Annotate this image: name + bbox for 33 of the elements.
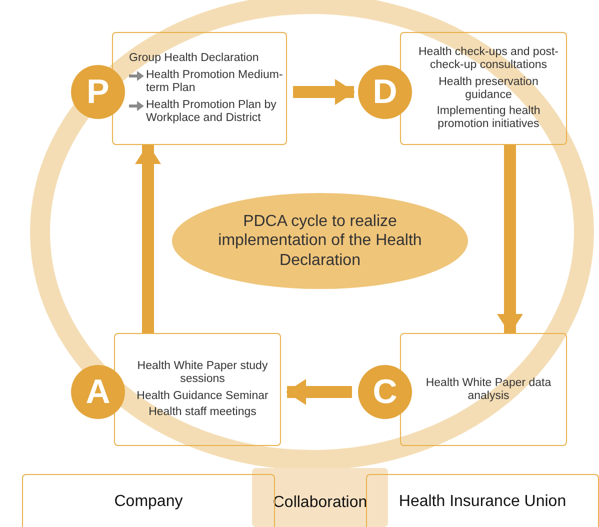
step-text: Implementing health promotion initiatives [436,105,542,132]
step-text: Health check-ups and post-check-up consultations [418,46,560,72]
step-box [114,333,281,446]
party-label: Health Insurance Union [398,493,566,511]
arrow [293,79,355,105]
step-text: Health White Paper data analysis [424,376,552,402]
collaboration-band [252,468,388,527]
step-letter: P [86,72,110,112]
step-letter: A [86,372,110,412]
step-text: Health preservation guidance [438,76,540,102]
letter-circle [71,365,125,419]
step-text: Health Promotion Plan by Workplace and District [146,98,278,125]
step-text: Health White Paper study sessions [136,360,269,386]
step-text: Health Guidance Seminar [136,390,268,402]
step-letter: D [372,72,398,112]
step-box [112,32,287,145]
letter-circle [71,65,125,119]
party-label: Collaboration [272,494,368,512]
arrow [135,144,161,333]
letter-circle [358,365,412,419]
cycle-title: PDCA cycle to realize implementation of the Health Declaration [217,212,423,270]
party-label: Company [114,493,183,511]
party-box [22,474,275,527]
step-text: Health staff meetings [148,406,256,420]
step-box [400,32,567,145]
step-letter: C [372,372,398,412]
step-box [400,333,567,446]
letter-circle [358,65,412,119]
step-text: Group Health Declaration [129,52,259,66]
step-text: Health Promotion Medium-term Plan [146,69,284,95]
party-box [366,474,599,527]
arrow [286,379,352,405]
arrow [497,145,523,334]
